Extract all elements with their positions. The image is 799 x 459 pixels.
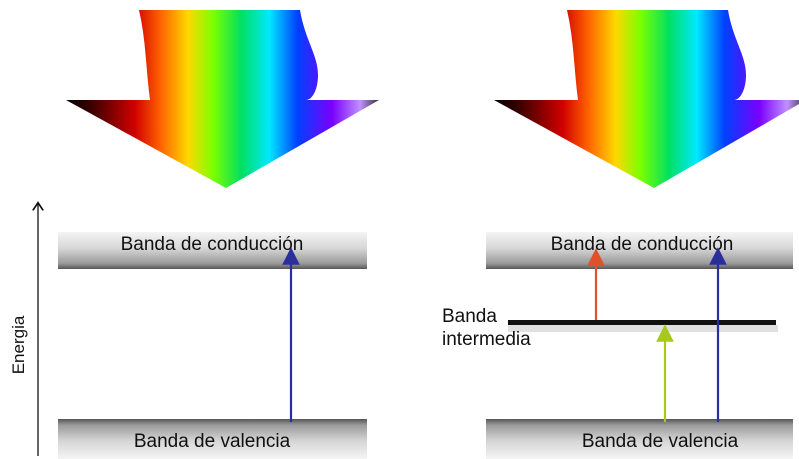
valence-band-right-label: Banda de valencia — [582, 431, 739, 452]
conduction-band-right-label: Banda de conducción — [551, 234, 734, 255]
intermediate-band-label-line1: Banda — [442, 306, 497, 327]
spectrum-arrow-left — [66, 10, 379, 188]
conduction-band-right — [486, 232, 793, 269]
intermediate-band — [508, 320, 776, 325]
conduction-band-left-label: Banda de conducción — [121, 234, 304, 255]
spectrum-arrow-right — [494, 10, 799, 188]
valence-band-left — [58, 419, 367, 459]
intermediate-band-shadow — [508, 325, 778, 332]
intermediate-band-label-line2: intermedia — [442, 329, 531, 350]
conduction-band-left — [58, 232, 367, 269]
valence-band-right — [486, 419, 793, 459]
energy-axis-label: Energia — [9, 315, 28, 374]
valence-band-left-label: Banda de valencia — [134, 431, 291, 452]
